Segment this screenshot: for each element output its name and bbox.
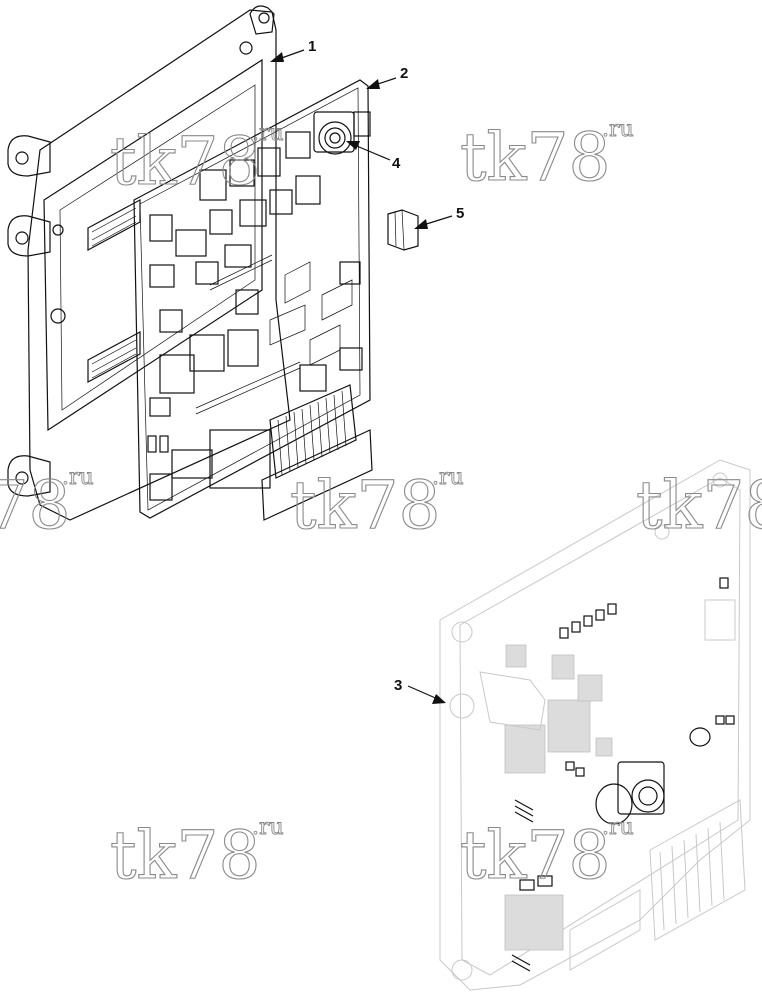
callout-1: 1 xyxy=(308,38,316,55)
callout-leaders xyxy=(270,49,453,704)
part-3-assembled-unit xyxy=(439,459,751,991)
part-2-circuit-board xyxy=(133,79,373,521)
part-4-circular-connector xyxy=(313,111,371,155)
circular-connector xyxy=(595,761,665,825)
watermark-suffix: .ru xyxy=(432,465,464,490)
watermark-text: tk78 xyxy=(460,119,611,196)
watermark-text: tk78 xyxy=(110,817,261,894)
mounting-lug xyxy=(7,215,51,257)
watermark-suffix: .ru xyxy=(252,121,284,146)
screw-boss xyxy=(52,224,64,236)
callout-2: 2 xyxy=(400,65,408,82)
watermark-suffix: .ru xyxy=(252,815,284,840)
watermark-suffix: .ru xyxy=(602,117,634,142)
mounting-lug xyxy=(7,135,51,177)
watermark-text: tk78 xyxy=(460,817,611,894)
edge-connector xyxy=(87,330,141,384)
watermark-suffix: .ru xyxy=(602,815,634,840)
callout-4: 4 xyxy=(392,155,401,172)
watermark-text: tk78 xyxy=(636,467,762,544)
heatsink xyxy=(261,384,373,521)
watermark-text: tk78 xyxy=(110,123,261,200)
callout-5: 5 xyxy=(456,205,464,222)
screw-boss xyxy=(239,41,253,55)
watermark-suffix: .ru xyxy=(62,465,94,490)
watermarks: tk78 .ru tk78 .ru tk78 .ru tk78 .ru tk78… xyxy=(0,117,762,895)
callout-3: 3 xyxy=(394,677,402,694)
board-components xyxy=(147,131,363,501)
mounting-lug xyxy=(7,455,51,497)
watermark-text: tk78 xyxy=(290,467,441,544)
screw-boss xyxy=(50,308,66,324)
edge-connector xyxy=(87,198,141,252)
mounting-lug xyxy=(249,5,275,35)
watermark-text: tk78 xyxy=(0,467,71,544)
part-1-housing xyxy=(7,5,291,521)
part-5-fuse xyxy=(387,209,419,251)
